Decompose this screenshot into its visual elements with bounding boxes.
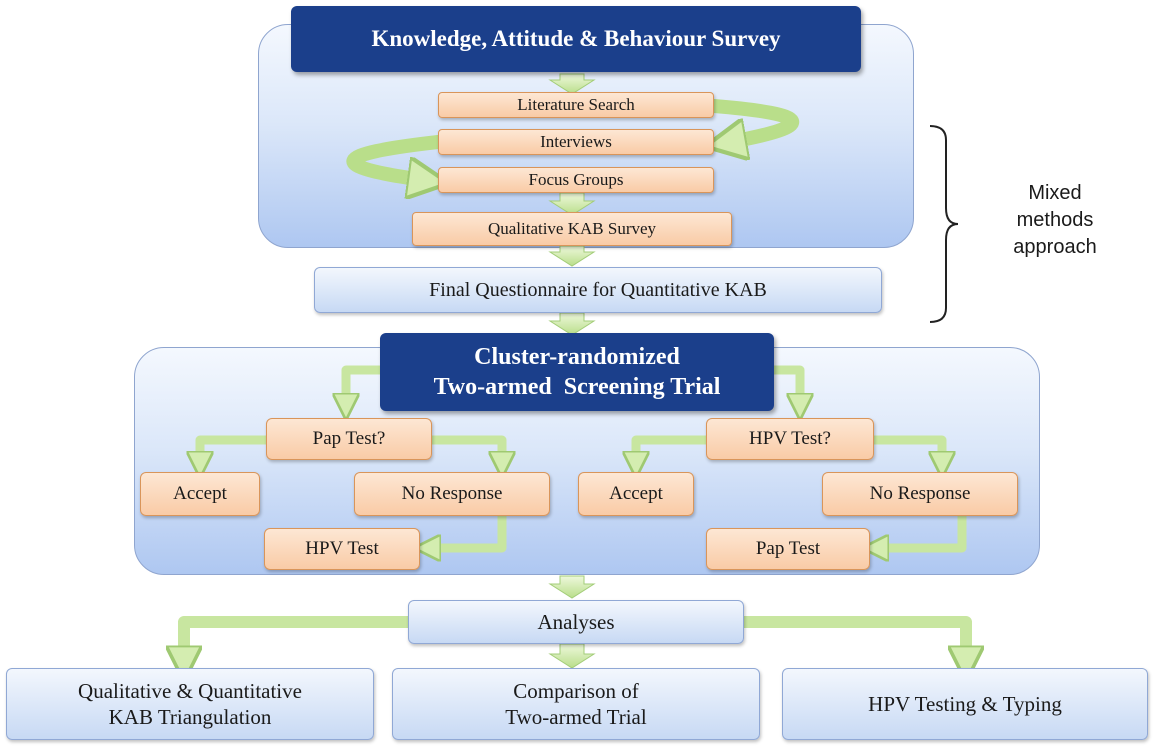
no-response-label: No Response — [869, 483, 971, 504]
mixed-methods-line2: methods — [1016, 209, 1094, 231]
step-focus-groups: Focus Groups — [438, 167, 714, 193]
arrow-interviews-to-focus — [346, 135, 438, 180]
arrow-analyses-left — [184, 616, 414, 660]
right-accept: Accept — [578, 472, 694, 516]
left-no-response: No Response — [354, 472, 550, 516]
right-pap-test: Pap Test — [706, 528, 870, 570]
arrow-hpv-to-noresponse — [869, 435, 942, 462]
right-no-response: No Response — [822, 472, 1018, 516]
arrow-final-to-trial — [548, 312, 596, 336]
output-kab-triangulation: Qualitative & Quantitative KAB Triangula… — [6, 668, 374, 740]
final-questionnaire-label: Final Questionnaire for Quantitative KAB — [429, 278, 767, 301]
step-interviews: Interviews — [438, 129, 714, 155]
trial-title: Cluster-randomized Two-armed Screening T… — [380, 333, 774, 411]
final-questionnaire-box: Final Questionnaire for Quantitative KAB — [314, 267, 882, 313]
arrow-qual-to-final — [548, 245, 596, 267]
output-line2: KAB Triangulation — [108, 705, 272, 729]
arrow-pap-to-noresponse — [427, 435, 502, 462]
output-line2: Two-armed Trial — [505, 705, 647, 729]
question-label: HPV Test? — [749, 428, 831, 449]
analyses-label: Analyses — [537, 609, 615, 634]
arrow-trial-left — [346, 365, 387, 404]
output-line1: Comparison of — [513, 678, 639, 703]
output-line1: HPV Testing & Typing — [868, 691, 1062, 716]
output-trial-comparison: Comparison of Two-armed Trial — [392, 668, 760, 740]
arrow-pap-to-accept — [200, 435, 271, 462]
mixed-methods-bracket — [929, 125, 959, 323]
question-label: Pap Test? — [312, 428, 386, 449]
survey-title-text: Knowledge, Attitude & Behaviour Survey — [371, 26, 781, 51]
arrow-focus-to-qual — [548, 192, 596, 216]
step-label: Interviews — [540, 132, 612, 151]
left-accept: Accept — [140, 472, 260, 516]
accept-label: Accept — [173, 483, 227, 504]
step-label: Qualitative KAB Survey — [487, 219, 657, 238]
arrow-title-to-lit — [548, 73, 596, 95]
arrow-noresponse-to-hpv — [430, 511, 507, 548]
arrow-noresponse-to-pap — [878, 511, 967, 548]
arrow-analyses-right — [738, 616, 966, 660]
output-hpv-testing: HPV Testing & Typing — [782, 668, 1148, 740]
output-line1: Qualitative & Quantitative — [78, 678, 302, 703]
accept-label: Accept — [609, 483, 663, 504]
arrow-analyses-to-comparison — [548, 643, 596, 669]
followup-label: HPV Test — [305, 538, 379, 559]
mixed-methods-line1: Mixed — [1028, 182, 1082, 204]
left-hpv-test: HPV Test — [264, 528, 420, 570]
pap-test-question: Pap Test? — [266, 418, 432, 460]
arrow-hpv-to-accept — [636, 435, 711, 462]
followup-label: Pap Test — [755, 538, 821, 559]
arrow-trial-to-analyses — [548, 575, 596, 599]
mixed-methods-label: Mixed methods approach — [990, 180, 1120, 261]
arrow-lit-to-interviews — [714, 99, 800, 142]
mixed-methods-line3: approach — [1013, 236, 1097, 258]
survey-title: Knowledge, Attitude & Behaviour Survey — [291, 6, 861, 72]
trial-title-line2: Two-armed Screening Trial — [433, 374, 721, 400]
step-label: Literature Search — [517, 95, 635, 114]
step-literature-search: Literature Search — [438, 92, 714, 118]
analyses-box: Analyses — [408, 600, 744, 644]
no-response-label: No Response — [401, 483, 503, 504]
hpv-test-question: HPV Test? — [706, 418, 874, 460]
step-qualitative-kab-survey: Qualitative KAB Survey — [412, 212, 732, 246]
arrow-trial-right — [767, 365, 800, 404]
trial-title-line1: Cluster-randomized — [474, 344, 680, 370]
step-label: Focus Groups — [528, 170, 624, 189]
